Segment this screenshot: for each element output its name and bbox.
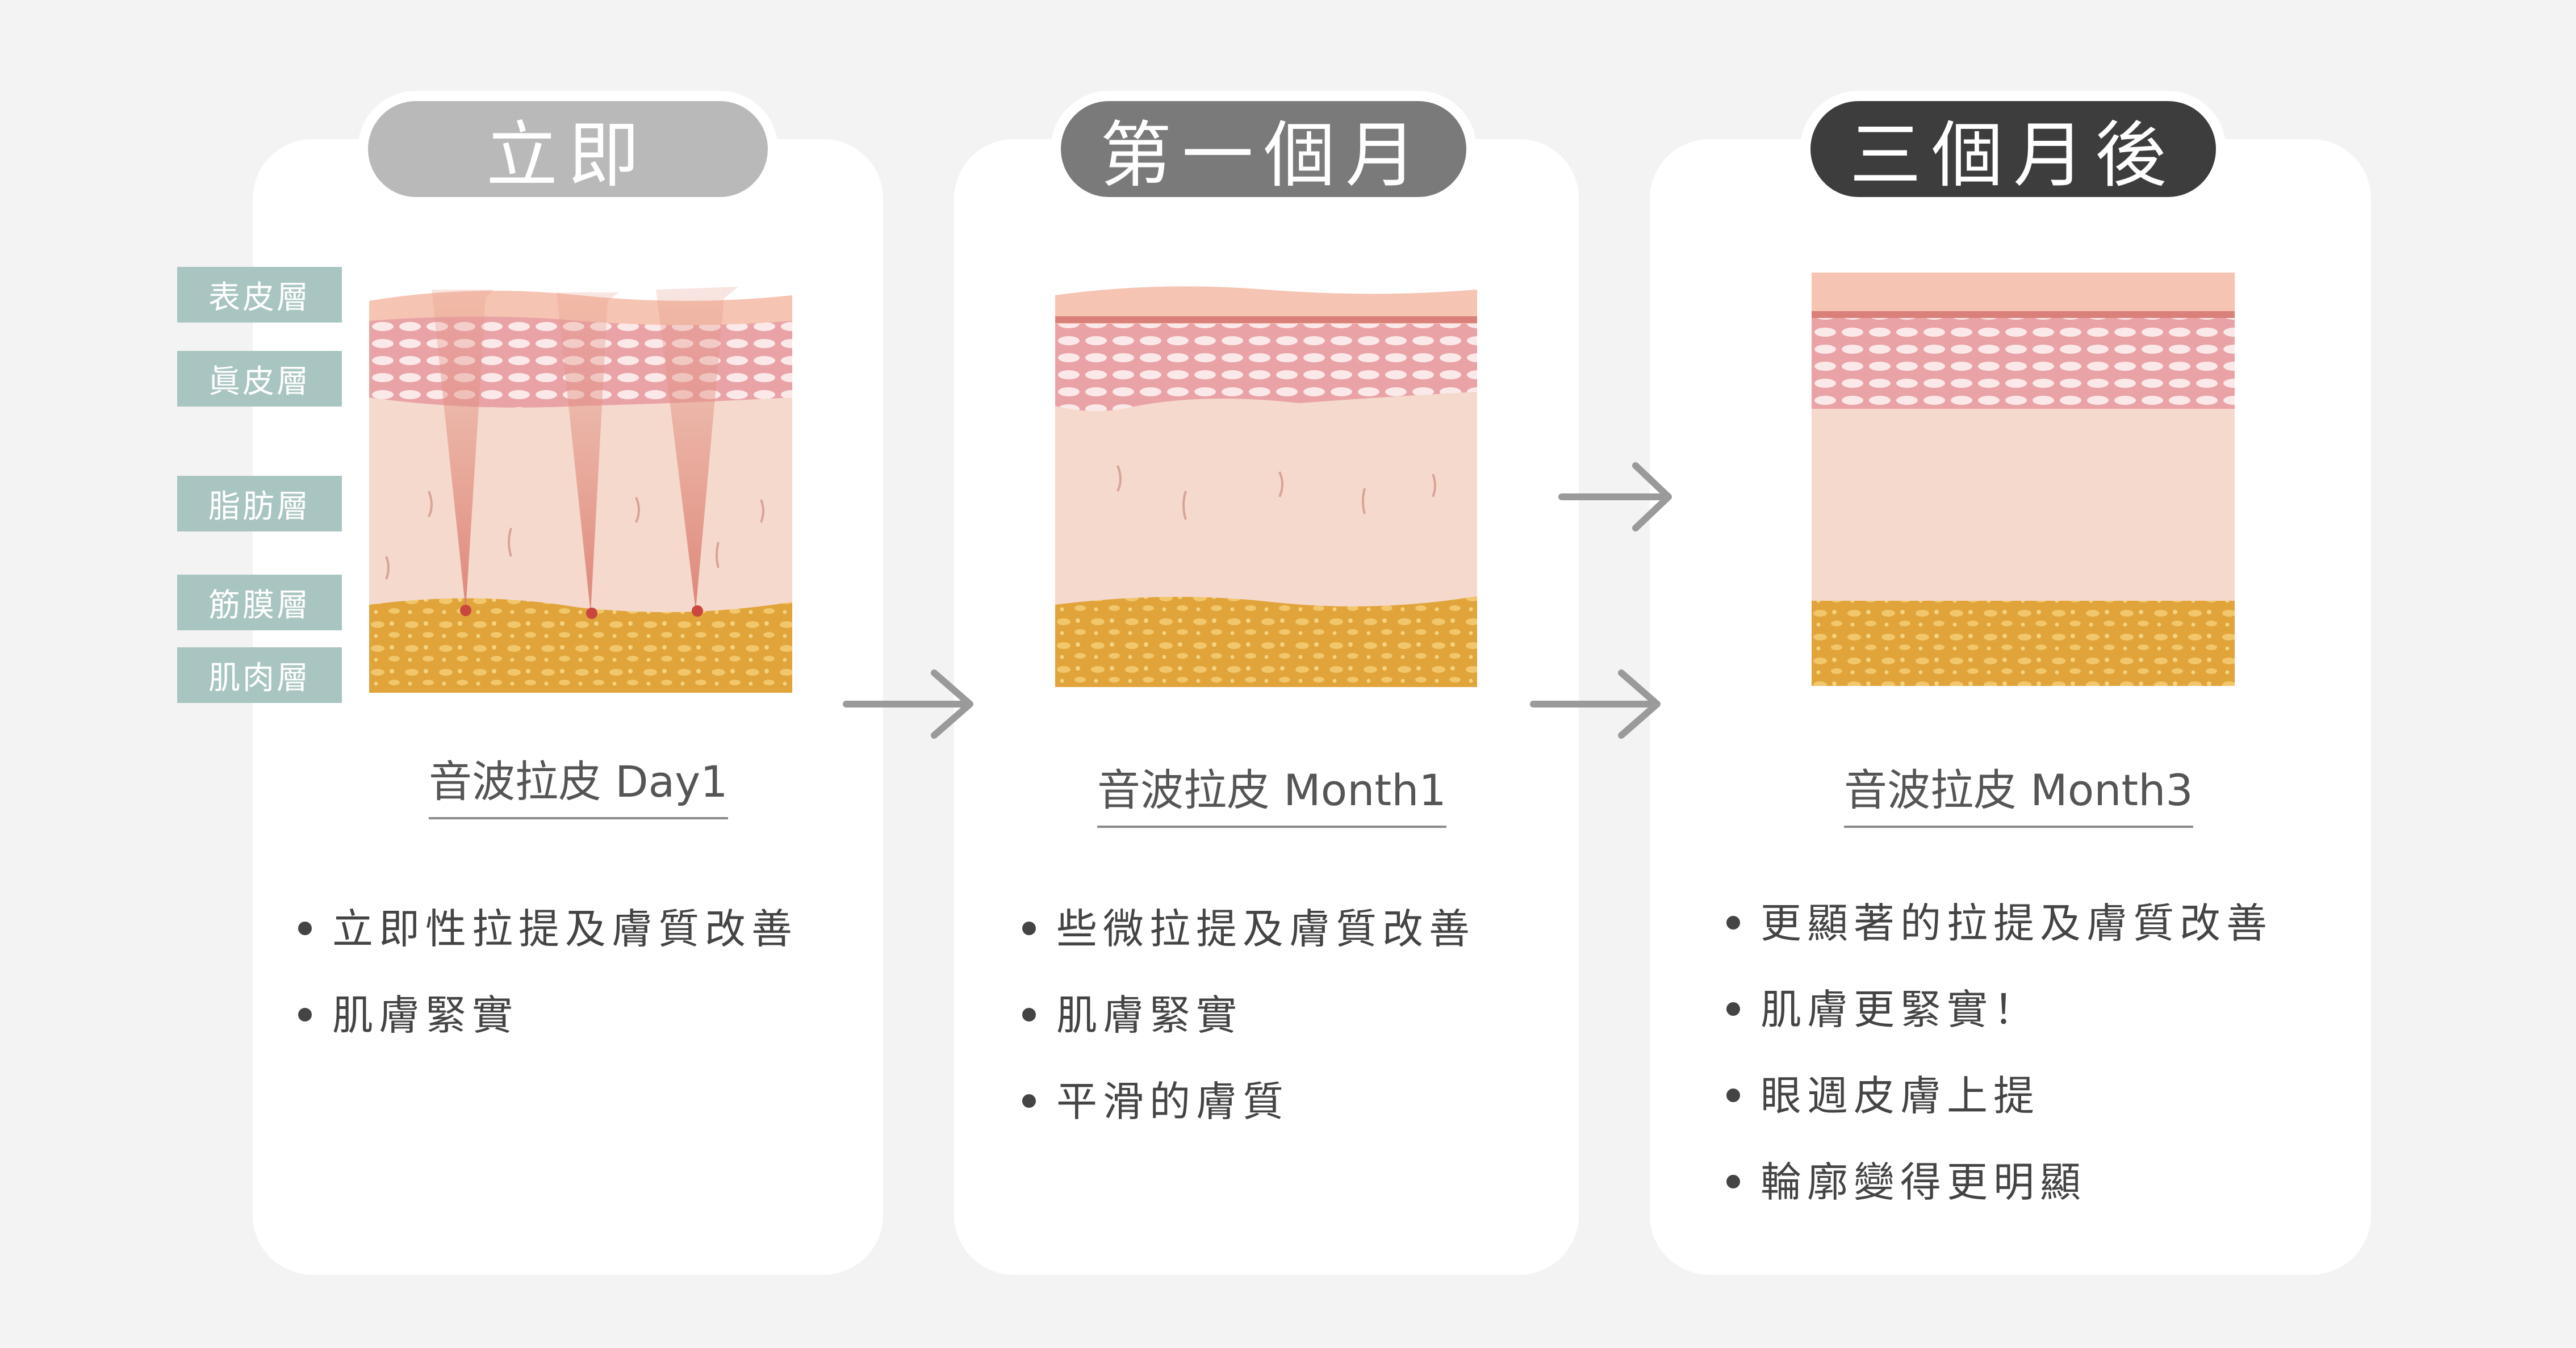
skin-diagram-month3	[1812, 273, 2235, 686]
skin-diagram-day1	[369, 287, 792, 693]
benefit-list-day1: 立即性拉提及膚質改善 肌膚緊實	[298, 886, 798, 1058]
list-item: 肌膚緊實	[1022, 972, 1475, 1058]
benefit-list-month1: 些微拉提及膚質改善 肌膚緊實 平滑的膚質	[1022, 886, 1475, 1145]
bullet-icon	[298, 922, 312, 936]
muscle-layer	[1812, 601, 2235, 686]
caption-month1: 音波拉皮 Month1	[1097, 755, 1446, 828]
bullet-icon	[1726, 1089, 1740, 1103]
stage-title-immediate: 立即	[358, 91, 778, 207]
bullet-icon	[1022, 922, 1036, 936]
ultrasound-cone	[557, 292, 619, 613]
layer-tag-fat: 脂肪層	[177, 476, 342, 531]
bullet-icon	[1022, 1008, 1036, 1022]
bullet-icon	[1726, 1175, 1740, 1189]
list-item: 肌膚更緊實！	[1726, 966, 2273, 1053]
stage-title-month-1: 第一個月	[1051, 91, 1477, 207]
list-item: 立即性拉提及膚質改善	[298, 886, 798, 972]
epidermis-border	[1812, 311, 2235, 318]
bullet-icon	[1022, 1094, 1036, 1108]
bullet-icon	[298, 1008, 312, 1022]
ultrasound-cone	[656, 287, 738, 610]
focal-point	[692, 605, 703, 617]
arrow-right-icon	[1558, 462, 1672, 531]
caption-month3: 音波拉皮 Month3	[1844, 755, 2193, 828]
arrow-right-icon	[1530, 669, 1661, 739]
stage-title-month-3: 三個月後	[1800, 91, 2226, 207]
list-item: 些微拉提及膚質改善	[1022, 886, 1475, 972]
muscle-layer	[369, 598, 792, 693]
dermis-layer	[1055, 324, 1477, 411]
fat-fibers	[385, 491, 764, 580]
layer-tag-epidermis: 表皮層	[177, 267, 342, 323]
list-item: 平滑的膚質	[1022, 1058, 1475, 1145]
list-item: 肌膚緊實	[298, 972, 798, 1058]
skin-diagram-month1	[1055, 286, 1477, 687]
epidermis-layer	[1812, 273, 2235, 312]
ultrasound-cone	[432, 290, 494, 610]
epidermis-border	[1055, 316, 1477, 323]
dermis-layer	[1812, 318, 2235, 409]
arrow-right-icon	[843, 669, 973, 739]
fat-fibers	[1116, 465, 1436, 520]
bullet-icon	[1726, 1002, 1740, 1016]
list-item: 更顯著的拉提及膚質改善	[1726, 880, 2273, 966]
list-item: 眼週皮膚上提	[1726, 1053, 2273, 1139]
list-item: 輪廓變得更明顯	[1726, 1139, 2273, 1225]
caption-day1: 音波拉皮 Day1	[429, 747, 728, 819]
focal-point	[460, 605, 471, 616]
layer-tag-dermis: 眞皮層	[177, 351, 342, 407]
muscle-layer	[1055, 596, 1477, 687]
layer-tag-muscle: 肌肉層	[177, 647, 342, 703]
benefit-list-month3: 更顯著的拉提及膚質改善 肌膚更緊實！ 眼週皮膚上提 輪廓變得更明顯	[1726, 880, 2273, 1225]
bullet-icon	[1726, 916, 1740, 930]
layer-tag-fascia: 筋膜層	[177, 575, 342, 630]
focal-point	[586, 608, 597, 619]
